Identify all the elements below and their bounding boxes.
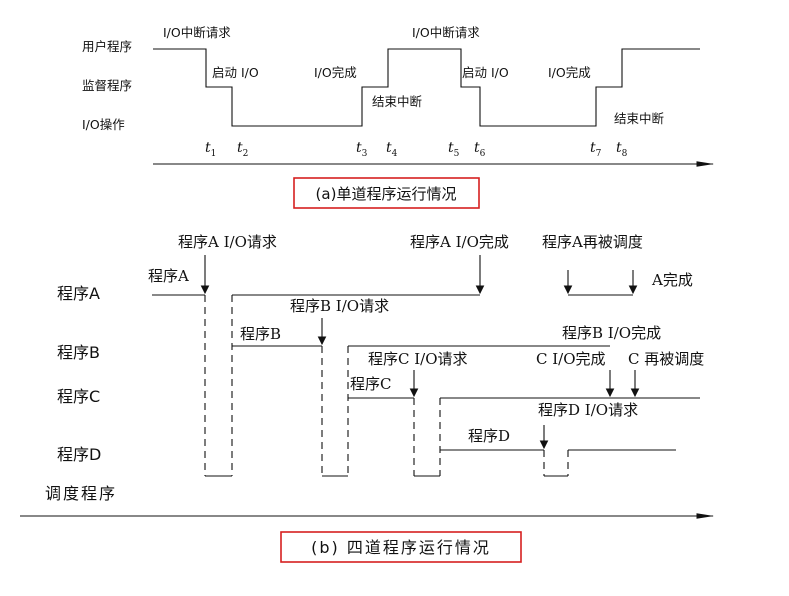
label-b-io-complete: 程序B I/O完成 <box>562 324 661 342</box>
caption-b: (b) 四道程序运行情况 <box>311 538 491 557</box>
tick-t5: t5 <box>448 140 460 159</box>
label-end-interrupt-2: 结束中断 <box>614 111 664 126</box>
label-a-run: 程序A <box>148 267 189 285</box>
label-a-io-complete: 程序A I/O完成 <box>410 233 509 251</box>
label-io-interrupt-request-2: I/O中断请求 <box>412 25 480 40</box>
caption-box-a <box>293 177 480 209</box>
label-b-io-request: 程序B I/O请求 <box>290 297 389 315</box>
time-ticks: t1 t2 t3 t4 t5 t6 t7 t8 <box>205 140 628 159</box>
label-b-run: 程序B <box>240 325 281 343</box>
tick-t6: t6 <box>474 140 486 159</box>
tick-t2: t2 <box>237 140 248 159</box>
label-a-rescheduled: 程序A再被调度 <box>542 233 643 251</box>
label-end-interrupt-1: 结束中断 <box>372 94 422 109</box>
single-program-waveform <box>153 48 700 127</box>
single-program-diagram: 用户程序 监督程序 I/O操作 I/O中断请求 启动 I/O I/O完成 I/O… <box>82 25 715 209</box>
row-label-io: I/O操作 <box>82 117 125 132</box>
scheduler-trace <box>204 295 569 477</box>
label-io-complete-1: I/O完成 <box>314 65 357 80</box>
label-c-io-request: 程序C I/O请求 <box>368 350 468 368</box>
event-arrows <box>200 255 640 450</box>
caption-box-b <box>280 531 522 563</box>
label-io-interrupt-request-1: I/O中断请求 <box>163 25 231 40</box>
row-label-scheduler: 调度程序 <box>45 484 117 503</box>
tick-t3: t3 <box>356 140 368 159</box>
label-start-io-2: 启动 I/O <box>462 65 509 80</box>
row-label-supervisor: 监督程序 <box>82 78 132 93</box>
tick-t4: t4 <box>386 140 398 159</box>
tick-t7: t7 <box>590 140 602 159</box>
label-c-rescheduled: C 再被调度 <box>628 350 704 368</box>
row-label-program-d: 程序D <box>57 445 101 464</box>
tick-t8: t8 <box>616 140 628 159</box>
label-a-io-request: 程序A I/O请求 <box>178 233 277 251</box>
row-label-program-b: 程序B <box>57 343 100 362</box>
label-d-io-request: 程序D I/O请求 <box>538 401 638 419</box>
label-d-run: 程序D <box>468 427 510 445</box>
label-c-run: 程序C <box>350 375 391 393</box>
event-labels: 程序A I/O请求 程序A 程序A I/O完成 程序A再被调度 A完成 程序B … <box>148 233 704 445</box>
label-a-complete: A完成 <box>651 271 693 289</box>
label-start-io-1: 启动 I/O <box>212 65 259 80</box>
row-label-program-c: 程序C <box>57 387 100 406</box>
label-io-complete-2: I/O完成 <box>548 65 591 80</box>
multi-program-diagram: 程序A 程序B 程序C 程序D 调度程序 <box>20 233 715 563</box>
row-label-user: 用户程序 <box>82 39 132 54</box>
caption-a: (a)单道程序运行情况 <box>316 185 457 203</box>
tick-t1: t1 <box>205 140 216 159</box>
row-label-program-a: 程序A <box>57 284 100 303</box>
label-c-io-complete: C I/O完成 <box>536 350 606 368</box>
